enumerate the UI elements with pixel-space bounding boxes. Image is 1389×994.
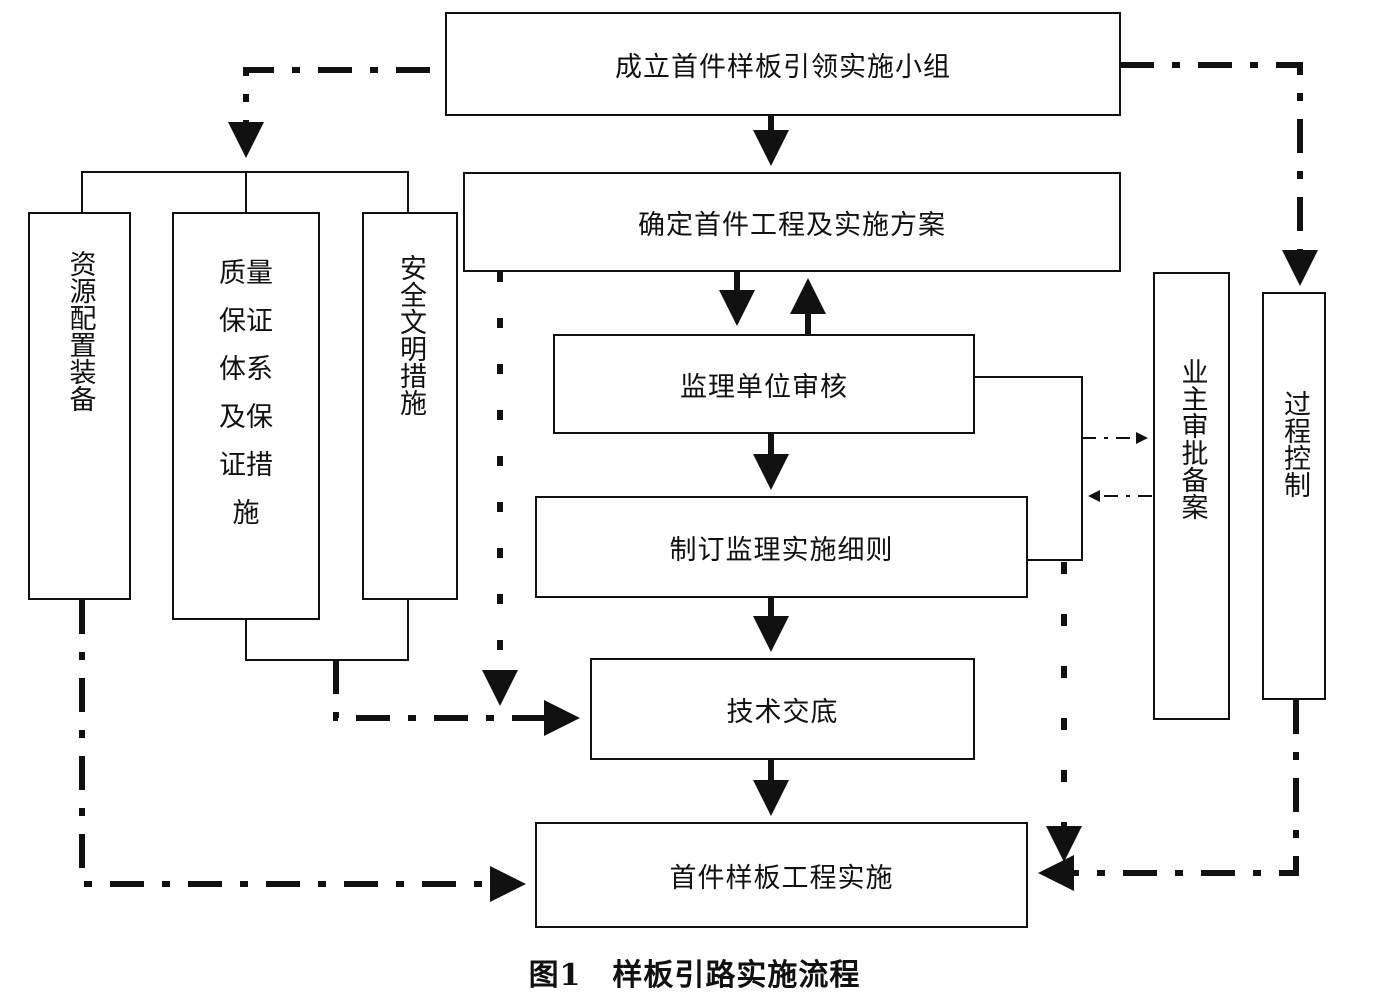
box-quality: 质量保证体系及保证措施 — [172, 212, 320, 620]
box-quality-label: 质量保证体系及保证措施 — [219, 258, 273, 529]
box-process-control-label: 过程控制 — [1279, 390, 1310, 498]
box-implementation-label: 首件样板工程实施 — [669, 862, 894, 894]
dashdot-control-to-implementation — [1038, 700, 1299, 891]
box-determine-plan: 确定首件工程及实施方案 — [463, 172, 1121, 272]
bracket-review-rules — [975, 376, 1083, 561]
bracket-bottom — [245, 600, 409, 661]
box-resources: 资源配置装备 — [28, 212, 131, 600]
dashdot-group-to-left — [228, 67, 430, 158]
box-tech-briefing: 技术交底 — [590, 658, 975, 760]
box-supervision-rules-label: 制订监理实施细则 — [669, 534, 894, 566]
box-determine-plan-label: 确定首件工程及实施方案 — [638, 209, 946, 241]
dashdot-measures-to-briefing — [333, 660, 580, 736]
box-supervisor-review: 监理单位审核 — [553, 334, 975, 434]
box-establish-group: 成立首件样板引领实施小组 — [445, 12, 1121, 116]
box-safety-label: 安全文明措施 — [395, 254, 426, 416]
box-owner-approval-label: 业主审批备案 — [1176, 358, 1208, 520]
box-owner-approval: 业主审批备案 — [1153, 272, 1230, 720]
box-safety: 安全文明措施 — [362, 212, 458, 600]
box-resources-label: 资源配置装备 — [64, 250, 96, 412]
box-supervision-rules: 制订监理实施细则 — [535, 496, 1028, 598]
box-tech-briefing-label: 技术交底 — [726, 696, 839, 728]
dashdot-resources-to-implementation — [79, 600, 526, 902]
box-implementation: 首件样板工程实施 — [535, 822, 1028, 928]
box-establish-group-label: 成立首件样板引领实施小组 — [615, 51, 951, 83]
box-process-control: 过程控制 — [1262, 292, 1326, 700]
box-supervisor-review-label: 监理单位审核 — [680, 371, 848, 403]
figure-caption: 图1 样板引路实施流程 — [528, 958, 861, 993]
dashdot-group-to-control — [1120, 62, 1318, 286]
